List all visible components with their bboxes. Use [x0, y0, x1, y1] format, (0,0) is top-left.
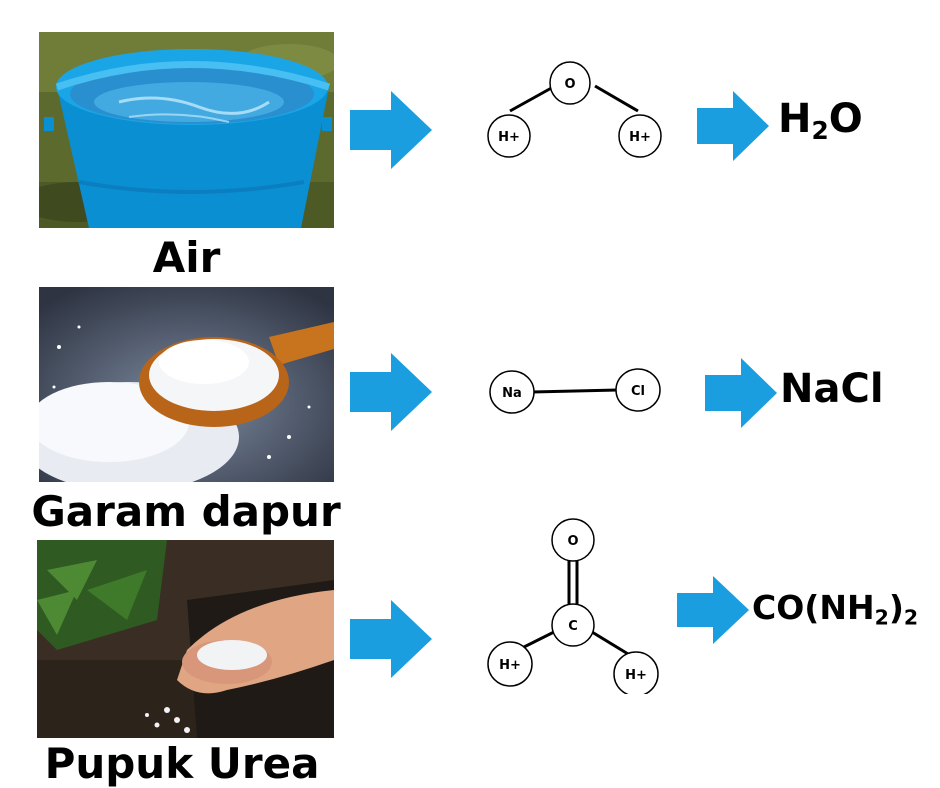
arrow-right-icon: [350, 600, 432, 678]
arrow-right-icon: [350, 91, 432, 169]
arrow-right-icon: [705, 358, 777, 428]
formula-urea: CO(NH2)2: [752, 588, 919, 630]
formula-water: H2O: [778, 96, 863, 145]
svg-text:H+: H+: [498, 130, 520, 145]
svg-text:Cl: Cl: [631, 384, 645, 399]
svg-text:H+: H+: [629, 130, 651, 145]
water-molecule-diagram: O H+ H+: [487, 61, 662, 158]
atom-na: Na: [489, 370, 535, 414]
nacl-molecule-diagram: Na Cl: [489, 368, 661, 414]
urea-hand-photo: [37, 540, 334, 738]
svg-text:H+: H+: [625, 668, 647, 683]
arrow-right-icon: [350, 353, 432, 431]
atom-o: O: [551, 518, 595, 562]
atom-h-left: H+: [487, 641, 533, 687]
svg-text:C: C: [568, 619, 578, 634]
svg-text:O: O: [564, 77, 575, 92]
svg-text:Na: Na: [502, 386, 522, 401]
row-label-salt: Garam dapur: [31, 487, 341, 536]
salt-spoon-photo: [39, 287, 334, 482]
atom-h-left: H+: [487, 114, 531, 158]
arrow-right-icon: [697, 91, 769, 161]
arrow-right-icon: [677, 576, 749, 644]
atom-c: C: [551, 603, 595, 647]
water-bucket-photo: [39, 32, 334, 228]
svg-text:O: O: [567, 534, 578, 549]
urea-molecule-diagram: O C H+ H+: [487, 518, 659, 694]
atom-o: O: [549, 61, 591, 105]
atom-h-right: H+: [613, 651, 659, 694]
row-label-urea: Pupuk Urea: [44, 739, 320, 788]
formula-salt: NaCl: [780, 366, 884, 412]
atom-cl: Cl: [615, 368, 661, 412]
row-label-air: Air: [152, 233, 221, 282]
atom-h-right: H+: [618, 114, 662, 158]
svg-text:H+: H+: [499, 658, 521, 673]
